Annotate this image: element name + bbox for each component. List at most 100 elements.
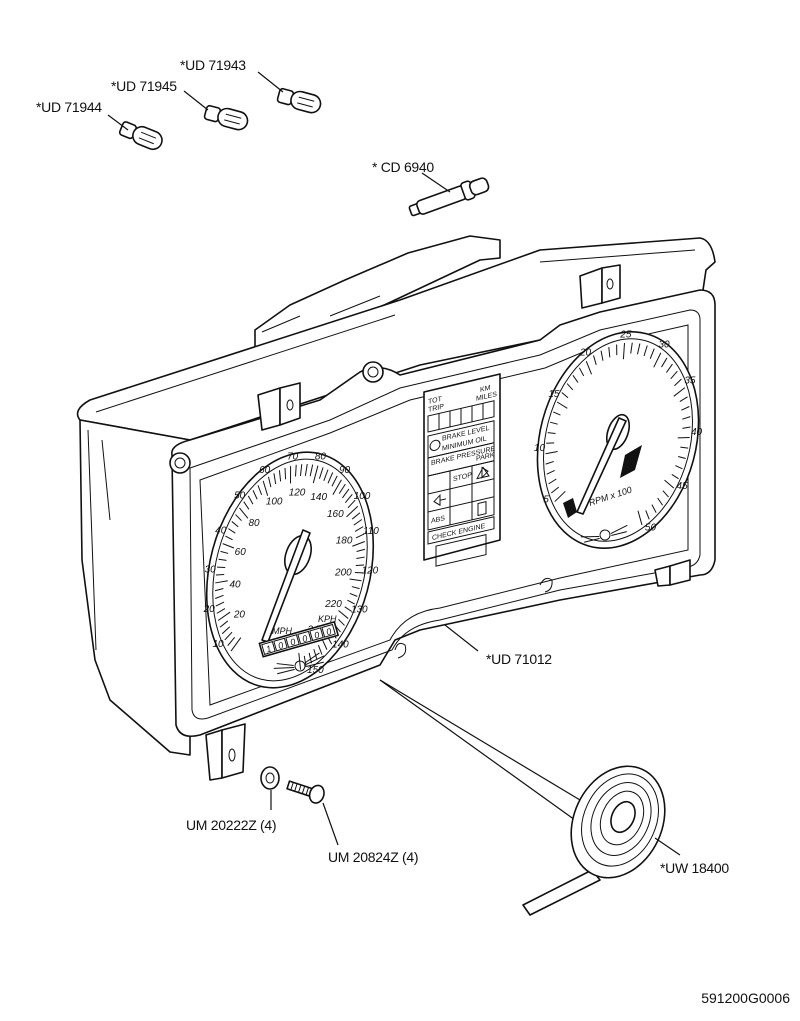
odometer-digit: 0 [301, 633, 309, 644]
dial-tick [636, 343, 641, 355]
dial-tick [679, 396, 688, 403]
speedometer-kph-number: 20 [233, 609, 246, 620]
odometer-digit: 0 [277, 640, 285, 651]
dial-tick [295, 464, 297, 477]
leader-uw18400 [654, 837, 681, 856]
speedometer-mph-number: 150 [307, 665, 324, 676]
speedometer-mph-number: 20 [203, 604, 216, 615]
dial-tick [323, 469, 329, 481]
warning-light-panel: TOT TRIP KM MILES BRAKE LEVEL MINIMUM OI… [423, 373, 501, 567]
dial-tick [214, 587, 224, 592]
dial-tick [332, 479, 342, 495]
dial-tick [347, 599, 355, 605]
dial-tick [299, 464, 303, 476]
dial-tick [608, 346, 611, 358]
fuel-pump-icon [477, 500, 487, 517]
dial-tick [548, 478, 557, 485]
dial-tick [637, 510, 643, 526]
speedometer-mph-number: 120 [362, 565, 379, 576]
speedometer-kph-number: 200 [334, 568, 352, 579]
panel-tot-label: TOT [428, 395, 443, 406]
dial-tick [674, 378, 682, 387]
dial-tick [342, 488, 350, 499]
dial-tick [630, 342, 633, 354]
dial-tick [344, 493, 353, 504]
leader-ud71943 [257, 71, 284, 93]
odometer-cell [321, 623, 336, 638]
dial-tick [553, 411, 561, 416]
dial-tick [352, 541, 365, 547]
dial-tick [657, 497, 664, 506]
dial-tick [673, 387, 686, 397]
dial-tick [561, 392, 569, 399]
speedometer-kph-number: 140 [310, 492, 327, 503]
speedometer-kph-number: 60 [235, 547, 247, 558]
dial-tick [661, 357, 668, 368]
dial-tick [351, 512, 361, 520]
dial-tick [551, 486, 560, 494]
tachometer-number: 50 [645, 523, 657, 534]
speedometer-ticks [214, 463, 366, 670]
dial-tick [318, 467, 324, 479]
dial-tick [304, 463, 308, 476]
speedometer-mph-number: 40 [215, 525, 227, 536]
dial-tick [268, 476, 272, 488]
dial-tick [243, 501, 250, 510]
speedometer-mph-number: 50 [234, 491, 246, 502]
dial-tick [545, 460, 554, 465]
tachometer-redzone-mark [620, 445, 642, 478]
speedometer-mph-number: 10 [212, 639, 224, 650]
dial-tick [227, 636, 236, 647]
speedometer-mph-number: 100 [354, 491, 371, 502]
dial-tick [230, 637, 242, 652]
dial-tick [682, 426, 691, 429]
dial-tick [231, 521, 239, 528]
dial-tick [349, 592, 358, 597]
speedometer-mph-number: 130 [351, 605, 368, 616]
odometer-cell [273, 637, 288, 652]
warning-triangle-icon [476, 466, 490, 480]
speedometer-mph-number: 90 [339, 465, 351, 476]
callout-uw18400: *UW 18400 [660, 860, 729, 876]
bulb-ud71945 [203, 104, 249, 131]
dial-tick [351, 586, 360, 590]
dial-tick [682, 416, 691, 420]
dial-tick [309, 464, 314, 477]
winged-b-logo [273, 652, 325, 675]
dial-tick [356, 548, 366, 553]
dial-tick [257, 485, 263, 495]
odometer-digit: 0 [289, 637, 297, 648]
dial-tick [651, 504, 657, 513]
leader-um20824z [322, 802, 339, 846]
dial-tick [225, 535, 233, 541]
dial-tick [278, 470, 282, 482]
dial-tick [346, 505, 359, 518]
dial-tick [680, 446, 689, 449]
dial-tick [645, 510, 650, 520]
panel-km-label: KM [480, 384, 491, 394]
dial-tick [284, 467, 287, 480]
dial-tick [554, 490, 566, 502]
speedometer-mph-number: 80 [315, 451, 327, 462]
speedometer-unit-mph: MPH [272, 626, 293, 636]
panel-abs: ABS [431, 514, 445, 525]
tachometer-number: 45 [677, 481, 689, 492]
tachometer-ticks [545, 342, 691, 526]
bulb-ud71944 [118, 121, 163, 151]
dial-tick [252, 490, 258, 500]
odometer-cell [309, 627, 324, 642]
bulb-holder-cd6940 [408, 177, 490, 217]
winged-b-logo-tacho [580, 524, 628, 543]
leader-ud71944 [107, 114, 129, 131]
dial-tick [666, 363, 673, 373]
dial-tick [353, 519, 363, 526]
dial-tick [354, 526, 364, 532]
tachometer-start-mark [563, 498, 577, 518]
dial-tick [643, 345, 648, 357]
callout-ud71944: *UD 71944 [36, 99, 102, 115]
dial-tick [585, 360, 593, 375]
screw-um20824z [286, 780, 325, 804]
tachometer-number: 5 [543, 495, 549, 506]
